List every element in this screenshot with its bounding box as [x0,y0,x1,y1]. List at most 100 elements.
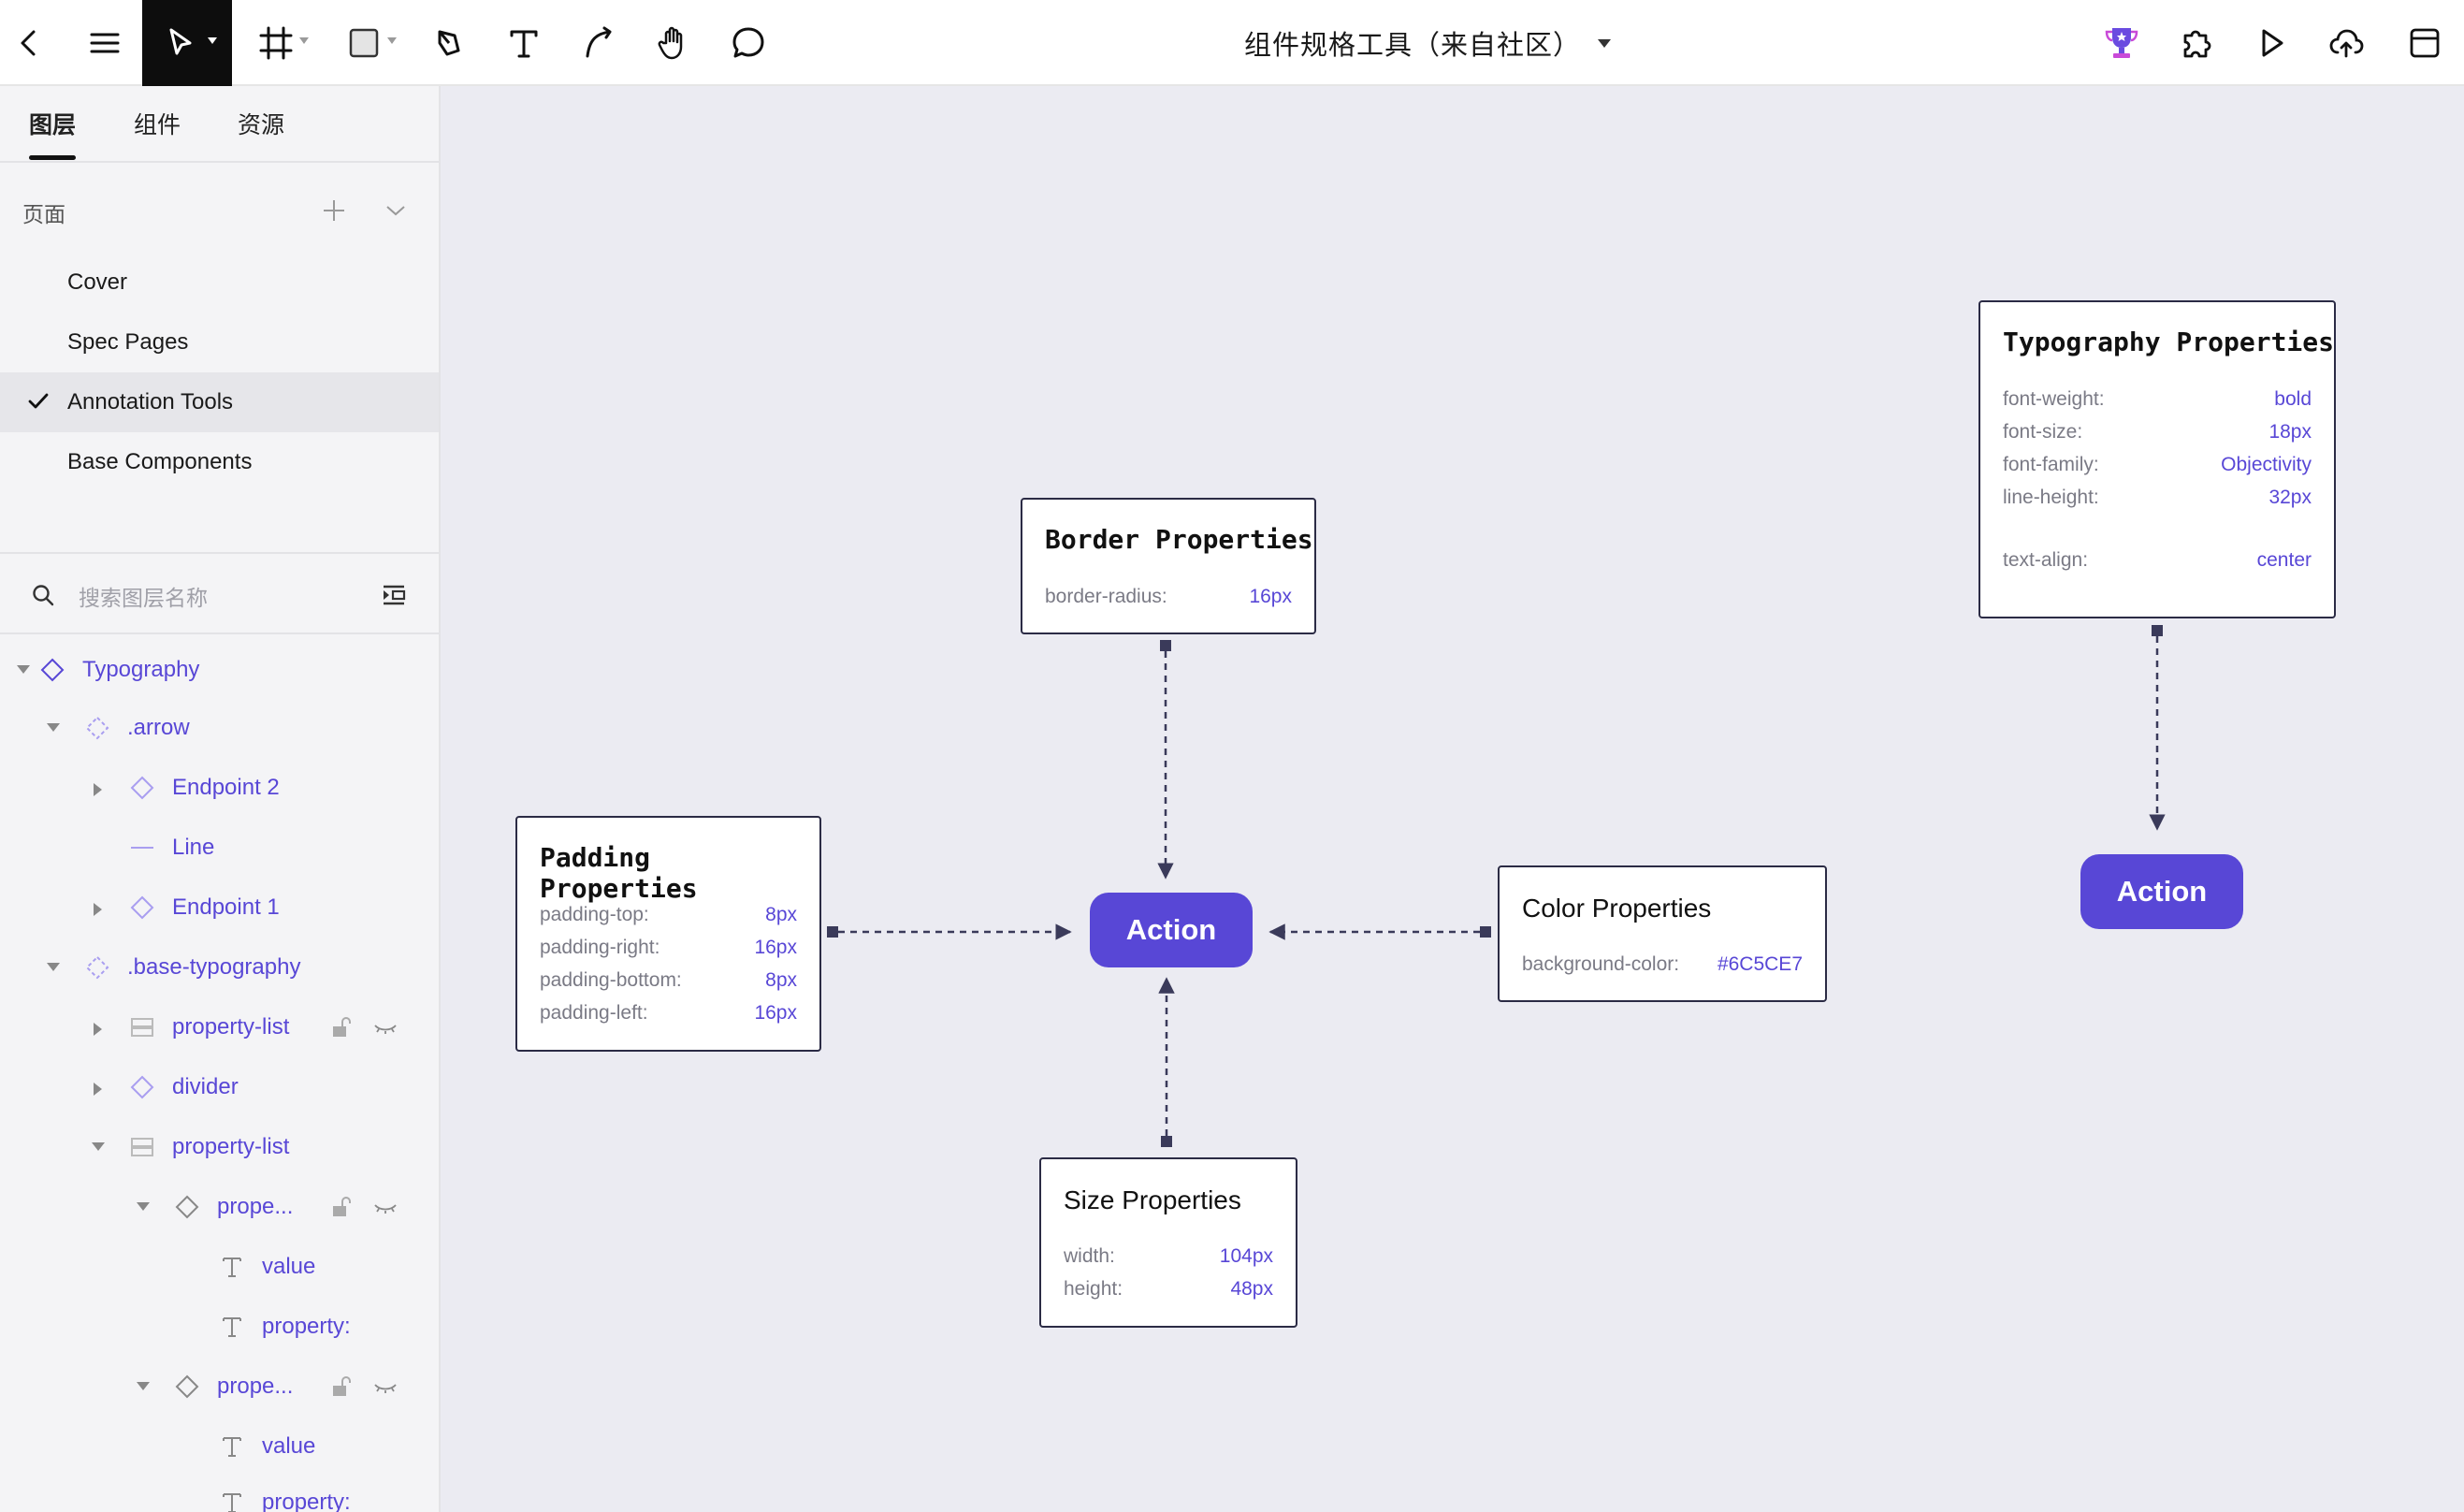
border-properties-card[interactable]: Border Properties border-radius: 16px [1021,498,1316,634]
caret-right-icon[interactable] [94,1083,102,1096]
layer-property[interactable]: property: [262,1314,351,1339]
plugin-icon[interactable] [2174,0,2219,86]
layer-property-item[interactable]: prope... [217,1374,294,1399]
connector-border [1157,640,1174,880]
component-instance-icon [175,1374,199,1399]
action-button[interactable]: Action [1090,893,1253,967]
document-title-text: 组件规格工具（来自社区） [1244,31,1582,61]
property-key: padding-right: [540,937,660,958]
layer-base-typography[interactable]: .base-typography [127,954,301,980]
page-item-base-components[interactable]: Base Components [0,432,439,492]
rectangle-tool-icon[interactable] [339,0,406,86]
property-key: background-color: [1522,953,1680,975]
page-item-spec-pages[interactable]: Spec Pages [0,313,439,372]
hand-tool-icon[interactable] [653,0,694,86]
caret-down-icon[interactable] [137,1202,150,1211]
property-row: height: 48px [1064,1278,1273,1306]
tab-layers[interactable]: 图层 [29,112,77,138]
pages-header: 页面 [22,202,65,226]
upload-cloud-icon[interactable] [2324,0,2369,86]
layer-endpoint-2[interactable]: Endpoint 2 [172,775,280,800]
eye-closed-icon[interactable] [372,1014,399,1040]
property-key: padding-left: [540,1002,648,1024]
property-value: 16px [754,937,797,958]
caret-down-icon[interactable] [17,665,30,674]
comment-icon[interactable] [728,0,769,86]
layer-arrow[interactable]: .arrow [127,715,190,740]
layout-panel-icon[interactable] [2402,0,2447,86]
tab-assets[interactable]: 资源 [238,112,285,138]
component-instance-icon [130,776,154,800]
connector-tool-icon[interactable] [578,0,619,86]
property-value: #6C5CE7 [1717,953,1803,975]
caret-right-icon[interactable] [94,783,102,796]
text-tool-icon[interactable] [503,0,544,86]
property-value: 32px [2268,487,2312,508]
layer-property[interactable]: property: [262,1490,351,1512]
layer-line[interactable]: Line [172,835,215,860]
caret-down-icon[interactable] [92,1142,105,1151]
eye-closed-icon[interactable] [372,1374,399,1400]
eye-closed-icon[interactable] [372,1194,399,1220]
top-toolbar: 组件规格工具（来自社区） [0,0,2464,86]
unlock-icon[interactable] [327,1374,354,1400]
layer-divider[interactable]: divider [172,1074,239,1099]
page-item-cover[interactable]: Cover [0,253,439,313]
left-sidebar: 图层 组件 资源 页面 Cover Spec Pages Annotation … [0,86,441,1512]
layer-value[interactable]: value [262,1433,316,1459]
annotation-connectors [827,625,2166,1147]
property-key: font-weight: [2003,388,2105,410]
property-row: padding-bottom:8px [540,969,797,997]
trophy-icon[interactable] [2099,0,2144,86]
caret-down-icon[interactable] [137,1382,150,1390]
padding-properties-card[interactable]: Padding Properties padding-top:8px paddi… [515,816,821,1052]
search-input[interactable]: 搜索图层名称 [79,586,208,610]
design-canvas[interactable]: Border Properties border-radius: 16px Pa… [441,86,2464,1512]
page-item-annotation-tools[interactable]: Annotation Tools [0,372,439,432]
unlock-icon[interactable] [327,1194,354,1220]
typography-properties-card[interactable]: Typography Properties font-weight:bold f… [1978,300,2336,618]
caret-right-icon[interactable] [94,1023,102,1036]
property-value: 16px [1249,586,1292,607]
property-value: 104px [1219,1245,1273,1267]
action-button[interactable]: Action [2080,854,2243,929]
color-properties-card[interactable]: Color Properties background-color: #6C5CE… [1498,865,1827,1002]
component-instance-icon [40,658,65,682]
layer-value[interactable]: value [262,1254,316,1279]
filter-layers-icon[interactable] [380,582,408,608]
caret-down-icon[interactable] [47,963,60,971]
chevron-down-icon[interactable] [382,196,410,225]
add-page-icon[interactable] [320,196,348,225]
caret-right-icon[interactable] [94,903,102,916]
card-title: Color Properties [1522,894,1712,923]
property-row: width:104px [1064,1245,1273,1273]
unlock-icon[interactable] [327,1014,354,1040]
layer-typography[interactable]: Typography [82,657,200,682]
menu-icon[interactable] [82,0,127,86]
property-key: height: [1064,1278,1123,1300]
property-row: background-color: #6C5CE7 [1522,953,1803,981]
move-tool-icon[interactable] [142,0,232,86]
property-row: text-align:center [2003,549,2312,577]
property-value: 48px [1230,1278,1273,1300]
layer-search[interactable]: 搜索图层名称 [0,554,439,632]
component-instance-icon [175,1195,199,1219]
layer-endpoint-1[interactable]: Endpoint 1 [172,894,280,920]
connector-typography [2149,625,2166,831]
layer-property-list[interactable]: property-list [172,1134,290,1159]
size-properties-card[interactable]: Size Properties width:104px height:48px [1039,1157,1297,1328]
frame-tool-icon[interactable] [251,0,318,86]
layer-property-item[interactable]: prope... [217,1194,294,1219]
tab-components[interactable]: 组件 [134,112,181,138]
property-value: 16px [754,1002,797,1024]
page-label: Base Components [67,449,253,474]
document-title[interactable]: 组件规格工具（来自社区） [1244,0,1612,86]
pen-tool-icon[interactable] [428,0,470,86]
chevron-down-icon[interactable] [1598,38,1612,48]
play-icon[interactable] [2249,0,2294,86]
page-label: Annotation Tools [67,389,234,414]
caret-down-icon[interactable] [47,723,60,732]
layer-property-list[interactable]: property-list [172,1014,290,1040]
property-value: 8px [765,969,797,991]
back-icon[interactable] [0,0,58,86]
